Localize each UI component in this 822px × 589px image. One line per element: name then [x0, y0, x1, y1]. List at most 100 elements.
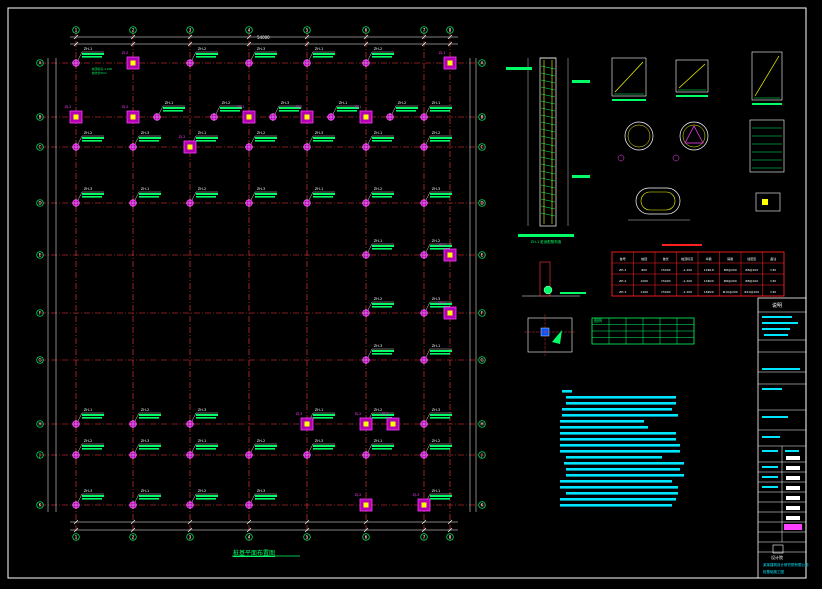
pile-tag: ZH-3	[141, 439, 150, 443]
cap-plan-core	[762, 199, 768, 205]
pile-tag: ZH-1	[315, 187, 324, 191]
pile-leader	[250, 191, 256, 201]
pile-leader	[250, 443, 256, 453]
pile-annotation: ZH-2	[129, 408, 161, 428]
pile-tag: ZH-3	[141, 131, 150, 135]
oval-section-rebar	[640, 191, 676, 211]
pile-table-cell: Φ8@100	[745, 268, 758, 272]
pile-leader	[425, 348, 431, 358]
pile-tag: ZH-1	[315, 47, 324, 51]
pile-annotation: ZH-2	[420, 131, 452, 151]
pile-leader	[308, 51, 314, 61]
titleblock-text-line	[762, 476, 778, 478]
pile-table-title-bar	[662, 244, 702, 246]
pile-note-line	[82, 53, 104, 55]
pile-note-line	[430, 353, 450, 355]
pile-leader	[425, 105, 431, 115]
pile-annotation: ZH-2	[210, 101, 242, 121]
titleblock-text-line	[762, 316, 792, 318]
grid-bubble-row	[478, 309, 486, 317]
pile-note-line	[196, 53, 218, 55]
cap-tag: ZJ-3	[296, 412, 303, 416]
pile-leader	[158, 105, 164, 115]
grid-bubble-row	[478, 199, 486, 207]
titleblock-logo	[772, 544, 784, 554]
cap-tag: ZJ-2	[65, 105, 72, 109]
dimension-tick	[73, 34, 79, 40]
pile-note-line	[430, 110, 450, 112]
grid-bubble-label: 6	[365, 535, 368, 540]
pile-leader	[425, 243, 431, 253]
pile-annotation: ZH-2	[186, 187, 218, 207]
pile-note-line	[196, 417, 216, 419]
grid-bubble-label: 5	[306, 535, 309, 540]
detail-caption-bar	[518, 234, 574, 237]
pile-tag: ZH-1	[374, 131, 383, 135]
pile-leader	[425, 135, 431, 145]
pile-annotation: ZH-1	[72, 47, 104, 67]
titleblock-subtitle: 桩基础施工图	[763, 570, 784, 574]
title-block	[757, 297, 807, 579]
pile-note-line	[255, 495, 277, 497]
pile-annotation: ZH-1	[420, 101, 452, 121]
dimension-tick	[421, 34, 427, 40]
pile-table-cell: C30	[770, 279, 776, 283]
grid-bubble-label: B	[39, 115, 42, 120]
grid-bubble-label: D	[480, 201, 483, 206]
pile-annotation: ZH-3	[72, 187, 104, 207]
pile-note-line	[82, 414, 104, 416]
pile-note-line	[220, 110, 240, 112]
pile-note-line	[372, 193, 394, 195]
pile-note-line	[255, 498, 275, 500]
grid-bubble-row	[36, 143, 44, 151]
dimension-tick	[73, 41, 79, 47]
pile-leader	[425, 191, 431, 201]
pile-stirrup	[540, 93, 556, 98]
pile-cap: ZJ-2	[122, 105, 140, 124]
grid-bubble-row	[36, 420, 44, 428]
dimension-tick	[130, 527, 136, 533]
pile-annotation: ZH-2	[186, 47, 218, 67]
pile-section-rebar-ring	[682, 124, 706, 148]
cap-tag: ZJ-2	[382, 412, 389, 416]
grid-bubble-label: A	[39, 61, 42, 66]
pile-leader	[367, 301, 373, 311]
pile-cap-core	[363, 114, 369, 120]
pile-note-line	[196, 448, 216, 450]
cap-tag: ZJ-1	[355, 105, 362, 109]
dimension-tick	[187, 519, 193, 525]
grid-bubble-label: 6	[365, 28, 368, 33]
dimension-tick	[304, 519, 310, 525]
pile-note-line	[139, 137, 161, 139]
pile-annotation: ZH-1	[327, 101, 359, 121]
legend-title: 图例	[594, 318, 602, 323]
grid-bubble-label: F	[481, 311, 484, 316]
pile-stirrup	[540, 128, 556, 133]
pile-note-line	[196, 137, 218, 139]
section-marker	[617, 154, 625, 162]
pile-note-line	[139, 140, 159, 142]
pile-table-cell: -1.200	[682, 268, 692, 272]
pile-leader	[250, 135, 256, 145]
pile-note-line	[279, 110, 299, 112]
note-line	[564, 462, 684, 465]
pile-note-line	[196, 193, 218, 195]
section-detail-2	[675, 59, 709, 97]
pile-cap: ZJ-3	[413, 493, 431, 512]
cap-tag: ZJ-2	[179, 135, 186, 139]
dimension-tick	[130, 519, 136, 525]
dimension-tick	[421, 519, 427, 525]
pile-leader	[250, 51, 256, 61]
section-detail-1	[611, 57, 647, 101]
pile-cap: ZJ-2	[355, 493, 373, 512]
pile-note-line	[337, 107, 359, 109]
pile-tag: ZH-2	[374, 408, 383, 412]
pile-section-triangle	[684, 125, 704, 144]
grid-bubble-col	[362, 533, 370, 541]
grid-bubble-row	[36, 356, 44, 364]
pile-note-line	[163, 110, 183, 112]
pile-stirrup	[540, 149, 556, 154]
pile-note-line	[430, 107, 452, 109]
